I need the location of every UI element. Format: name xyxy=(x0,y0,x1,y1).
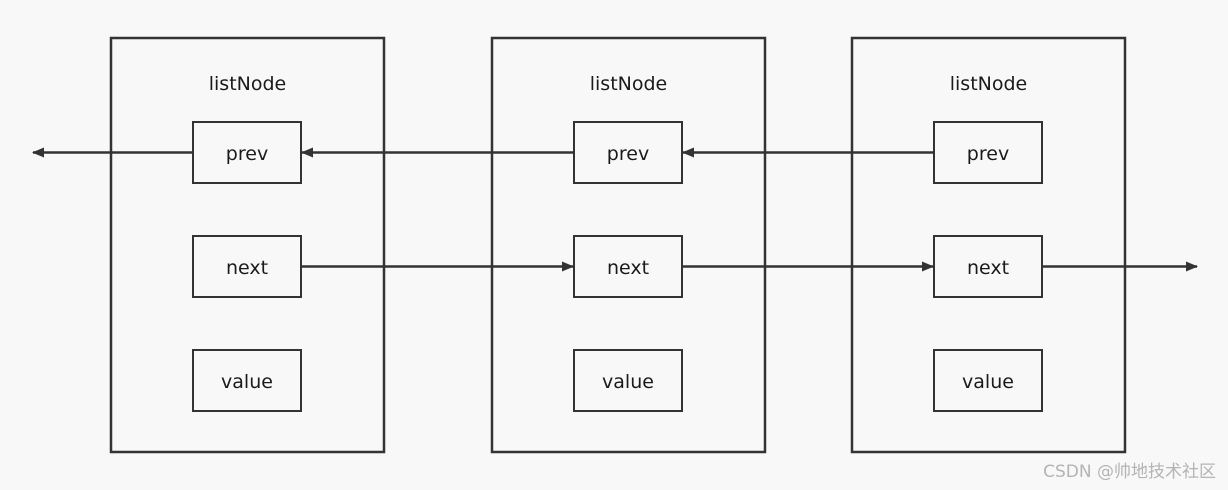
list-node-3-title: listNode xyxy=(950,73,1028,95)
list-node-2-next-label: next xyxy=(607,257,649,279)
list-node-1: listNode prev next value xyxy=(109,36,386,454)
list-node-2-value-label: value xyxy=(602,371,654,393)
list-node-3-frame xyxy=(850,36,1127,454)
list-node-2-value-box xyxy=(573,349,683,412)
list-node-2-prev-label: prev xyxy=(607,143,649,165)
list-node-2-title: listNode xyxy=(590,73,668,95)
list-node-3-prev-label: prev xyxy=(967,143,1009,165)
list-node-1-value-box xyxy=(192,349,302,412)
list-node-1-next-label: next xyxy=(226,257,268,279)
list-node-3: listNode prev next value xyxy=(850,36,1127,454)
list-node-1-title: listNode xyxy=(209,73,287,95)
list-node-1-value-label: value xyxy=(221,371,273,393)
list-node-3-value-label: value xyxy=(962,371,1014,393)
list-node-1-prev-label: prev xyxy=(226,143,268,165)
list-node-1-frame xyxy=(109,36,386,454)
list-node-3-next-label: next xyxy=(967,257,1009,279)
list-node-2-frame xyxy=(490,36,767,454)
list-node-2: listNode prev next value xyxy=(490,36,767,454)
list-node-3-value-box xyxy=(933,349,1043,412)
watermark: CSDN @帅地技术社区 xyxy=(1043,462,1216,482)
